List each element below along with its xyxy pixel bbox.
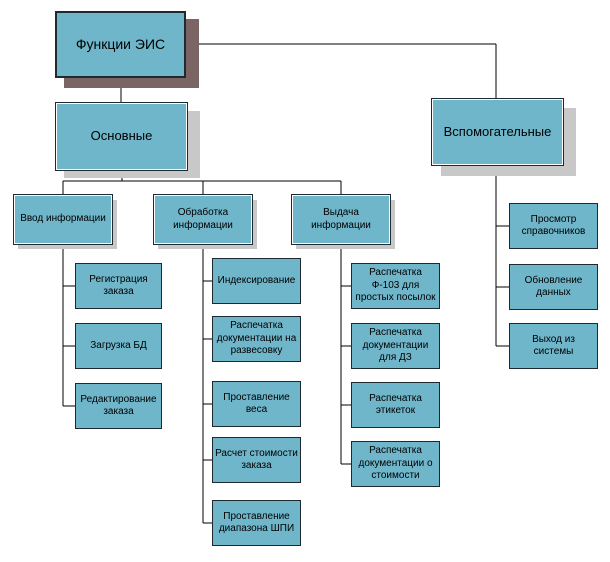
aux-item-label: Выход из системы (532, 333, 575, 358)
input-item-label: Загрузка БД (90, 339, 147, 351)
processing-item-indexing: Индексирование (212, 258, 301, 304)
processing-item-packing-docs: Распечатка документации на развесовку (212, 316, 301, 362)
output-item-dz-docs: Распечатка документации для ДЗ (351, 323, 440, 369)
processing-item-shpi-range: Проставление диапазона ШПИ (212, 500, 301, 546)
output-item-f103: Распечатка Ф-103 для простых посылок (351, 263, 440, 309)
input-group-label: Ввод информации (20, 213, 106, 225)
aux-item-directories: Просмотр справочников (509, 203, 598, 249)
input-item-registration: Регистрация заказа (75, 263, 162, 309)
input-item-label: Редактирование заказа (80, 393, 157, 418)
main-node: Основные (55, 102, 188, 171)
output-item-label: Распечатка документации о стоимости (358, 445, 433, 482)
processing-item-label: Индексирование (217, 274, 296, 286)
aux-item-label: Обновление данных (524, 274, 583, 299)
aux-item-label: Просмотр справочников (521, 213, 586, 238)
root-node: Функции ЭИС (55, 11, 186, 78)
output-item-cost-docs: Распечатка документации о стоимости (351, 441, 440, 487)
processing-item-cost: Расчет стоимости заказа (212, 437, 301, 483)
processing-item-label: Проставление диапазона ШПИ (218, 510, 295, 535)
input-group-node: Ввод информации (13, 194, 113, 245)
input-item-label: Регистрация заказа (89, 273, 148, 298)
input-item-db-load: Загрузка БД (75, 323, 162, 369)
output-item-label: Распечатка Ф-103 для простых посылок (355, 267, 436, 304)
input-item-edit-order: Редактирование заказа (75, 383, 162, 429)
processing-group-label: Обработка информации (173, 207, 233, 231)
main-label: Основные (90, 128, 153, 144)
output-group-label: Выдача информации (311, 207, 371, 231)
auxiliary-node: Вспомогательные (431, 98, 564, 166)
aux-item-exit: Выход из системы (509, 323, 598, 369)
output-item-label: Распечатка этикеток (369, 392, 422, 417)
processing-item-weight: Проставление веса (212, 381, 301, 427)
processing-group-node: Обработка информации (153, 194, 253, 245)
aux-item-update-data: Обновление данных (509, 264, 598, 310)
processing-item-label: Распечатка документации на развесовку (216, 320, 297, 357)
auxiliary-label: Вспомогательные (443, 123, 552, 139)
root-label: Функции ЭИС (75, 35, 166, 52)
output-item-label: Распечатка документации для ДЗ (362, 327, 429, 364)
processing-item-label: Проставление веса (223, 391, 290, 416)
output-group-node: Выдача информации (291, 194, 391, 245)
processing-item-label: Расчет стоимости заказа (215, 447, 298, 472)
output-item-labels: Распечатка этикеток (351, 382, 440, 428)
